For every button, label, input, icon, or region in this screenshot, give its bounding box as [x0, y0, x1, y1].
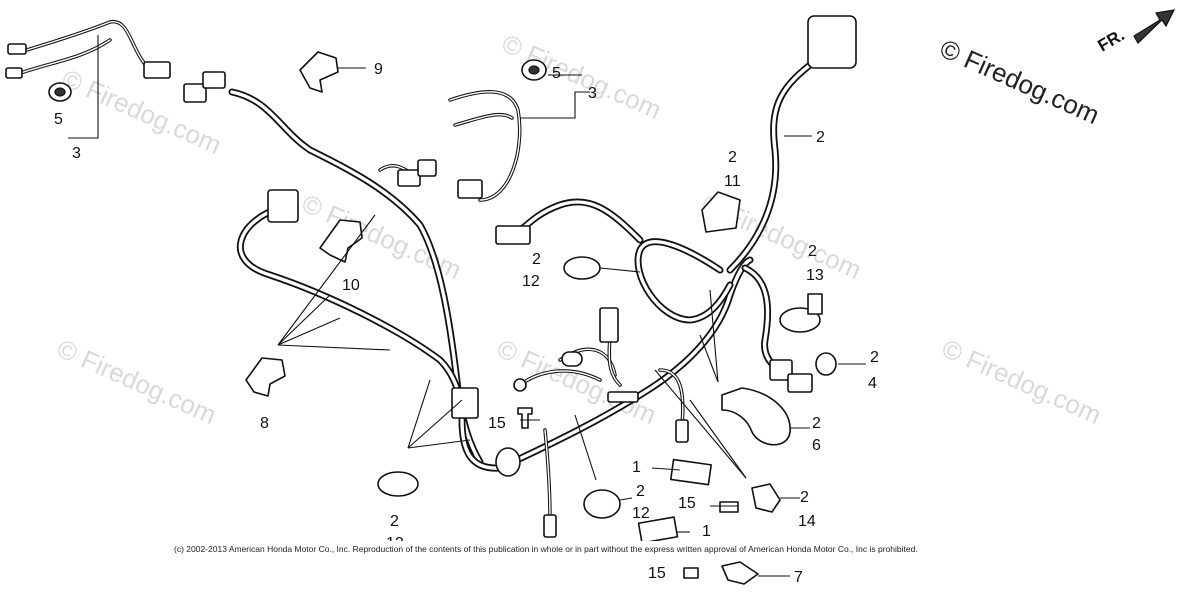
watermark-text: © Firedog.com: [938, 333, 1106, 430]
callout-label: 11: [724, 173, 741, 190]
band-clamp-part-12: [583, 489, 621, 519]
callout-label: 2: [870, 349, 879, 366]
front-direction-indicator: FR.: [1095, 9, 1176, 55]
callout-label: 15: [488, 415, 506, 432]
clip-part-14: [751, 483, 781, 513]
callout-label: 3: [588, 85, 597, 102]
callout-label: 10: [342, 277, 360, 294]
watermark-text: © Firedog.com: [58, 63, 226, 160]
copyright-backdrop: [172, 541, 1010, 556]
connector-ring-terminal: [561, 351, 583, 367]
watermark-text: © Firedog.com: [498, 28, 666, 125]
connector-main-left: [495, 225, 531, 245]
callout-label: 15: [648, 565, 666, 582]
grommet-lower-harness: [495, 447, 521, 477]
connector-right-mid: [787, 373, 813, 393]
bolt-part-15: [683, 567, 699, 579]
copyright-notice: (c) 2002-2013 American Honda Motor Co., …: [174, 544, 918, 554]
grommet-part-5: [54, 87, 66, 97]
connector-top-left: [143, 61, 171, 79]
clamps-and-grommets: [48, 51, 837, 585]
callout-label: 2: [812, 415, 821, 432]
band-clamp-part-13: [807, 293, 823, 315]
watermark-main: © Firedog.com: [936, 33, 1104, 130]
clamp-part-9: [299, 51, 339, 93]
connector-left-terminal: [7, 43, 27, 55]
ring-terminal: [513, 378, 527, 392]
callout-label: 15: [678, 495, 696, 512]
grommet-part-4: [815, 352, 837, 376]
callout-label: 5: [552, 65, 561, 82]
callout-labels: 5 3 9 5 3 2 2 11 2 12 2 13 10 8 2 4 15 2…: [54, 61, 879, 586]
callout-label: 5: [54, 111, 63, 128]
connector-upper-mid: [417, 159, 437, 177]
connector-upper-mid: [397, 169, 421, 187]
callout-label: 2: [800, 489, 809, 506]
callout-label: 2: [816, 129, 825, 146]
clamp-part-6: [721, 387, 791, 446]
leader-lines: [68, 35, 866, 577]
callout-label: 2: [390, 513, 399, 530]
callout-label: 2: [808, 243, 817, 260]
front-arrow-icon: [1133, 9, 1176, 44]
callout-label: 14: [798, 513, 816, 530]
front-direction-label: FR.: [1095, 25, 1128, 55]
grommet-part-5: [528, 65, 540, 75]
clamp-part-8: [245, 357, 286, 397]
connector-right-mid: [769, 359, 793, 381]
callout-label: 2: [728, 149, 737, 166]
connector-left-mid: [267, 189, 299, 223]
callout-label: 2: [532, 251, 541, 268]
plate-part-1: [637, 516, 679, 544]
ground-terminal: [607, 391, 639, 403]
connector-left-terminal: [5, 67, 23, 79]
band-clamp-part-12: [563, 256, 601, 280]
plate-part-1: [669, 458, 712, 486]
connector-lower-left: [451, 387, 479, 419]
clamp-part-10: [319, 219, 363, 263]
connector-center-top: [599, 307, 619, 343]
watermark-text: © Firedog.com: [53, 333, 221, 430]
callout-label: 12: [632, 505, 650, 522]
connector-top: [202, 71, 226, 89]
bolt-part-15: [719, 501, 739, 513]
sensor-terminal: [675, 419, 689, 443]
clamp-part-11: [701, 191, 741, 233]
callout-label: 13: [806, 267, 824, 284]
connector-top: [183, 83, 207, 103]
connectors: [5, 15, 857, 538]
connector-small-mid: [457, 179, 483, 199]
callout-label: 12: [522, 273, 540, 290]
callout-label: 3: [72, 145, 81, 162]
callout-label: 7: [794, 569, 803, 586]
band-clamp-part-12: [377, 471, 419, 497]
connector-large-top-right: [807, 15, 857, 69]
sensor-terminal: [543, 514, 557, 538]
clip-part-7: [721, 561, 759, 585]
callout-label: 1: [702, 523, 711, 540]
bolt-part-15: [517, 407, 533, 429]
callout-label: 9: [374, 61, 383, 78]
callout-label: 1: [632, 459, 641, 476]
callout-label: 2: [636, 483, 645, 500]
callout-label: 6: [812, 437, 821, 454]
callout-label: 4: [868, 375, 877, 392]
callout-label: 8: [260, 415, 269, 432]
